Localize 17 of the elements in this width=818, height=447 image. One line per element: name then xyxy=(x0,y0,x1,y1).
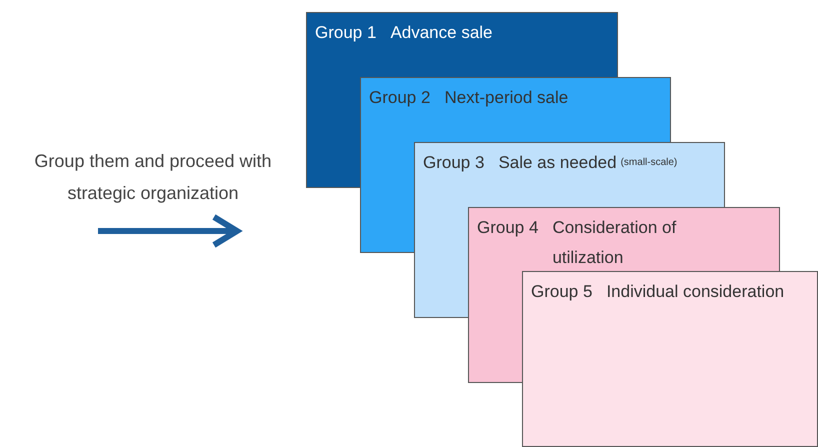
group-title: Advance sale xyxy=(390,22,493,44)
group-title: Consideration of utilization xyxy=(552,217,678,269)
group-number: Group 3 xyxy=(423,152,484,174)
group-card xyxy=(360,77,671,142)
group-number: Group 4 xyxy=(477,217,538,239)
group-note: (small-scale) xyxy=(620,156,678,170)
group-card xyxy=(306,12,618,77)
group-number: Group 5 xyxy=(531,281,592,303)
group-card xyxy=(468,207,780,271)
group-number: Group 2 xyxy=(369,87,430,109)
group-card xyxy=(522,271,818,447)
group-title: Sale as needed xyxy=(498,152,617,174)
group-card xyxy=(414,142,725,207)
group-number: Group 1 xyxy=(315,22,376,44)
group-title: Next-period sale xyxy=(444,87,568,109)
group-title: Individual consideration xyxy=(606,281,784,303)
instruction-text: Group them and proceed with strategic organization xyxy=(33,150,273,205)
